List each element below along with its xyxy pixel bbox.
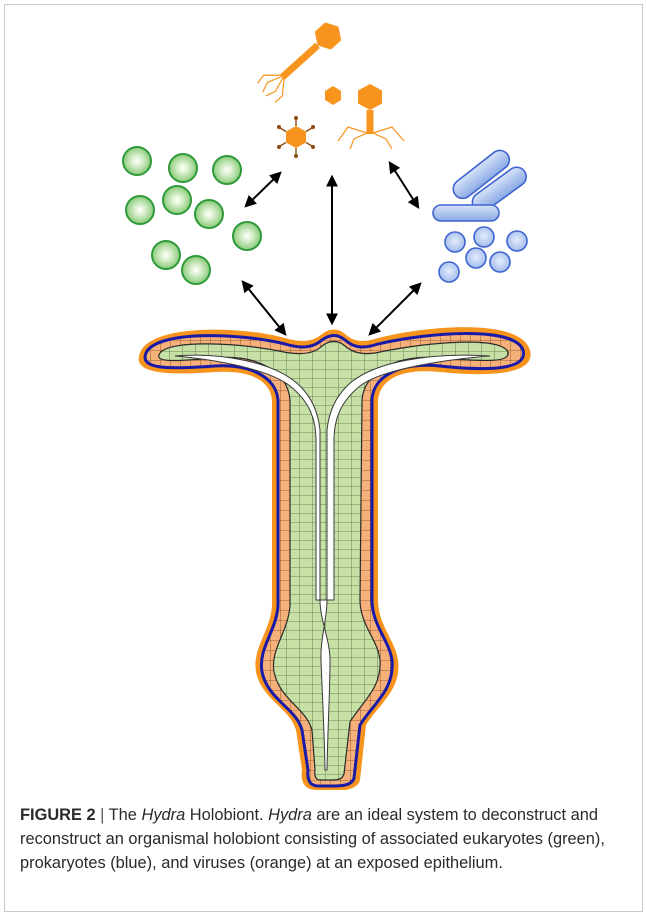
interaction-arrows <box>243 163 420 334</box>
eukaryote-cell <box>182 256 210 284</box>
prokaryotes-group <box>433 147 530 282</box>
eukaryote-cell <box>152 241 180 269</box>
hydra-body <box>139 327 531 790</box>
eukaryote-cell <box>213 156 241 184</box>
eukaryote-cell <box>163 186 191 214</box>
figure-label: FIGURE 2 <box>20 806 96 824</box>
arrow-eukaryotes-viruses <box>246 173 280 206</box>
viruses-group <box>255 16 404 158</box>
figure-caption: FIGURE 2 | The Hydra Holobiont. Hydra ar… <box>20 803 635 875</box>
arrow-eukaryotes-hydra <box>243 282 285 334</box>
coccus-bacterium <box>445 232 465 252</box>
coccus-bacterium <box>474 227 494 247</box>
phage-virus <box>338 84 404 149</box>
arrow-viruses-prokaryotes <box>390 163 418 207</box>
eukaryote-cell <box>233 222 261 250</box>
eukaryote-cell <box>123 147 151 175</box>
spiked-virus <box>277 116 315 158</box>
caption-title-prefix: The <box>109 806 142 824</box>
virus-particle <box>325 86 341 105</box>
eukaryotes-group <box>123 147 261 284</box>
rod-bacterium <box>433 205 499 221</box>
caption-title-italic: Hydra <box>141 806 185 824</box>
eukaryote-cell <box>195 200 223 228</box>
coccus-bacterium <box>466 248 486 268</box>
eukaryote-cell <box>169 154 197 182</box>
coccus-bacterium <box>490 252 510 272</box>
eukaryote-cell <box>126 196 154 224</box>
hydra-holobiont-diagram <box>0 0 647 790</box>
coccus-bacterium <box>439 262 459 282</box>
caption-separator: | <box>96 806 109 824</box>
arrow-prokaryotes-hydra <box>370 284 420 334</box>
caption-body-italic: Hydra <box>268 806 312 824</box>
caption-title-suffix: Holobiont. <box>185 806 268 824</box>
coccus-bacterium <box>507 231 527 251</box>
